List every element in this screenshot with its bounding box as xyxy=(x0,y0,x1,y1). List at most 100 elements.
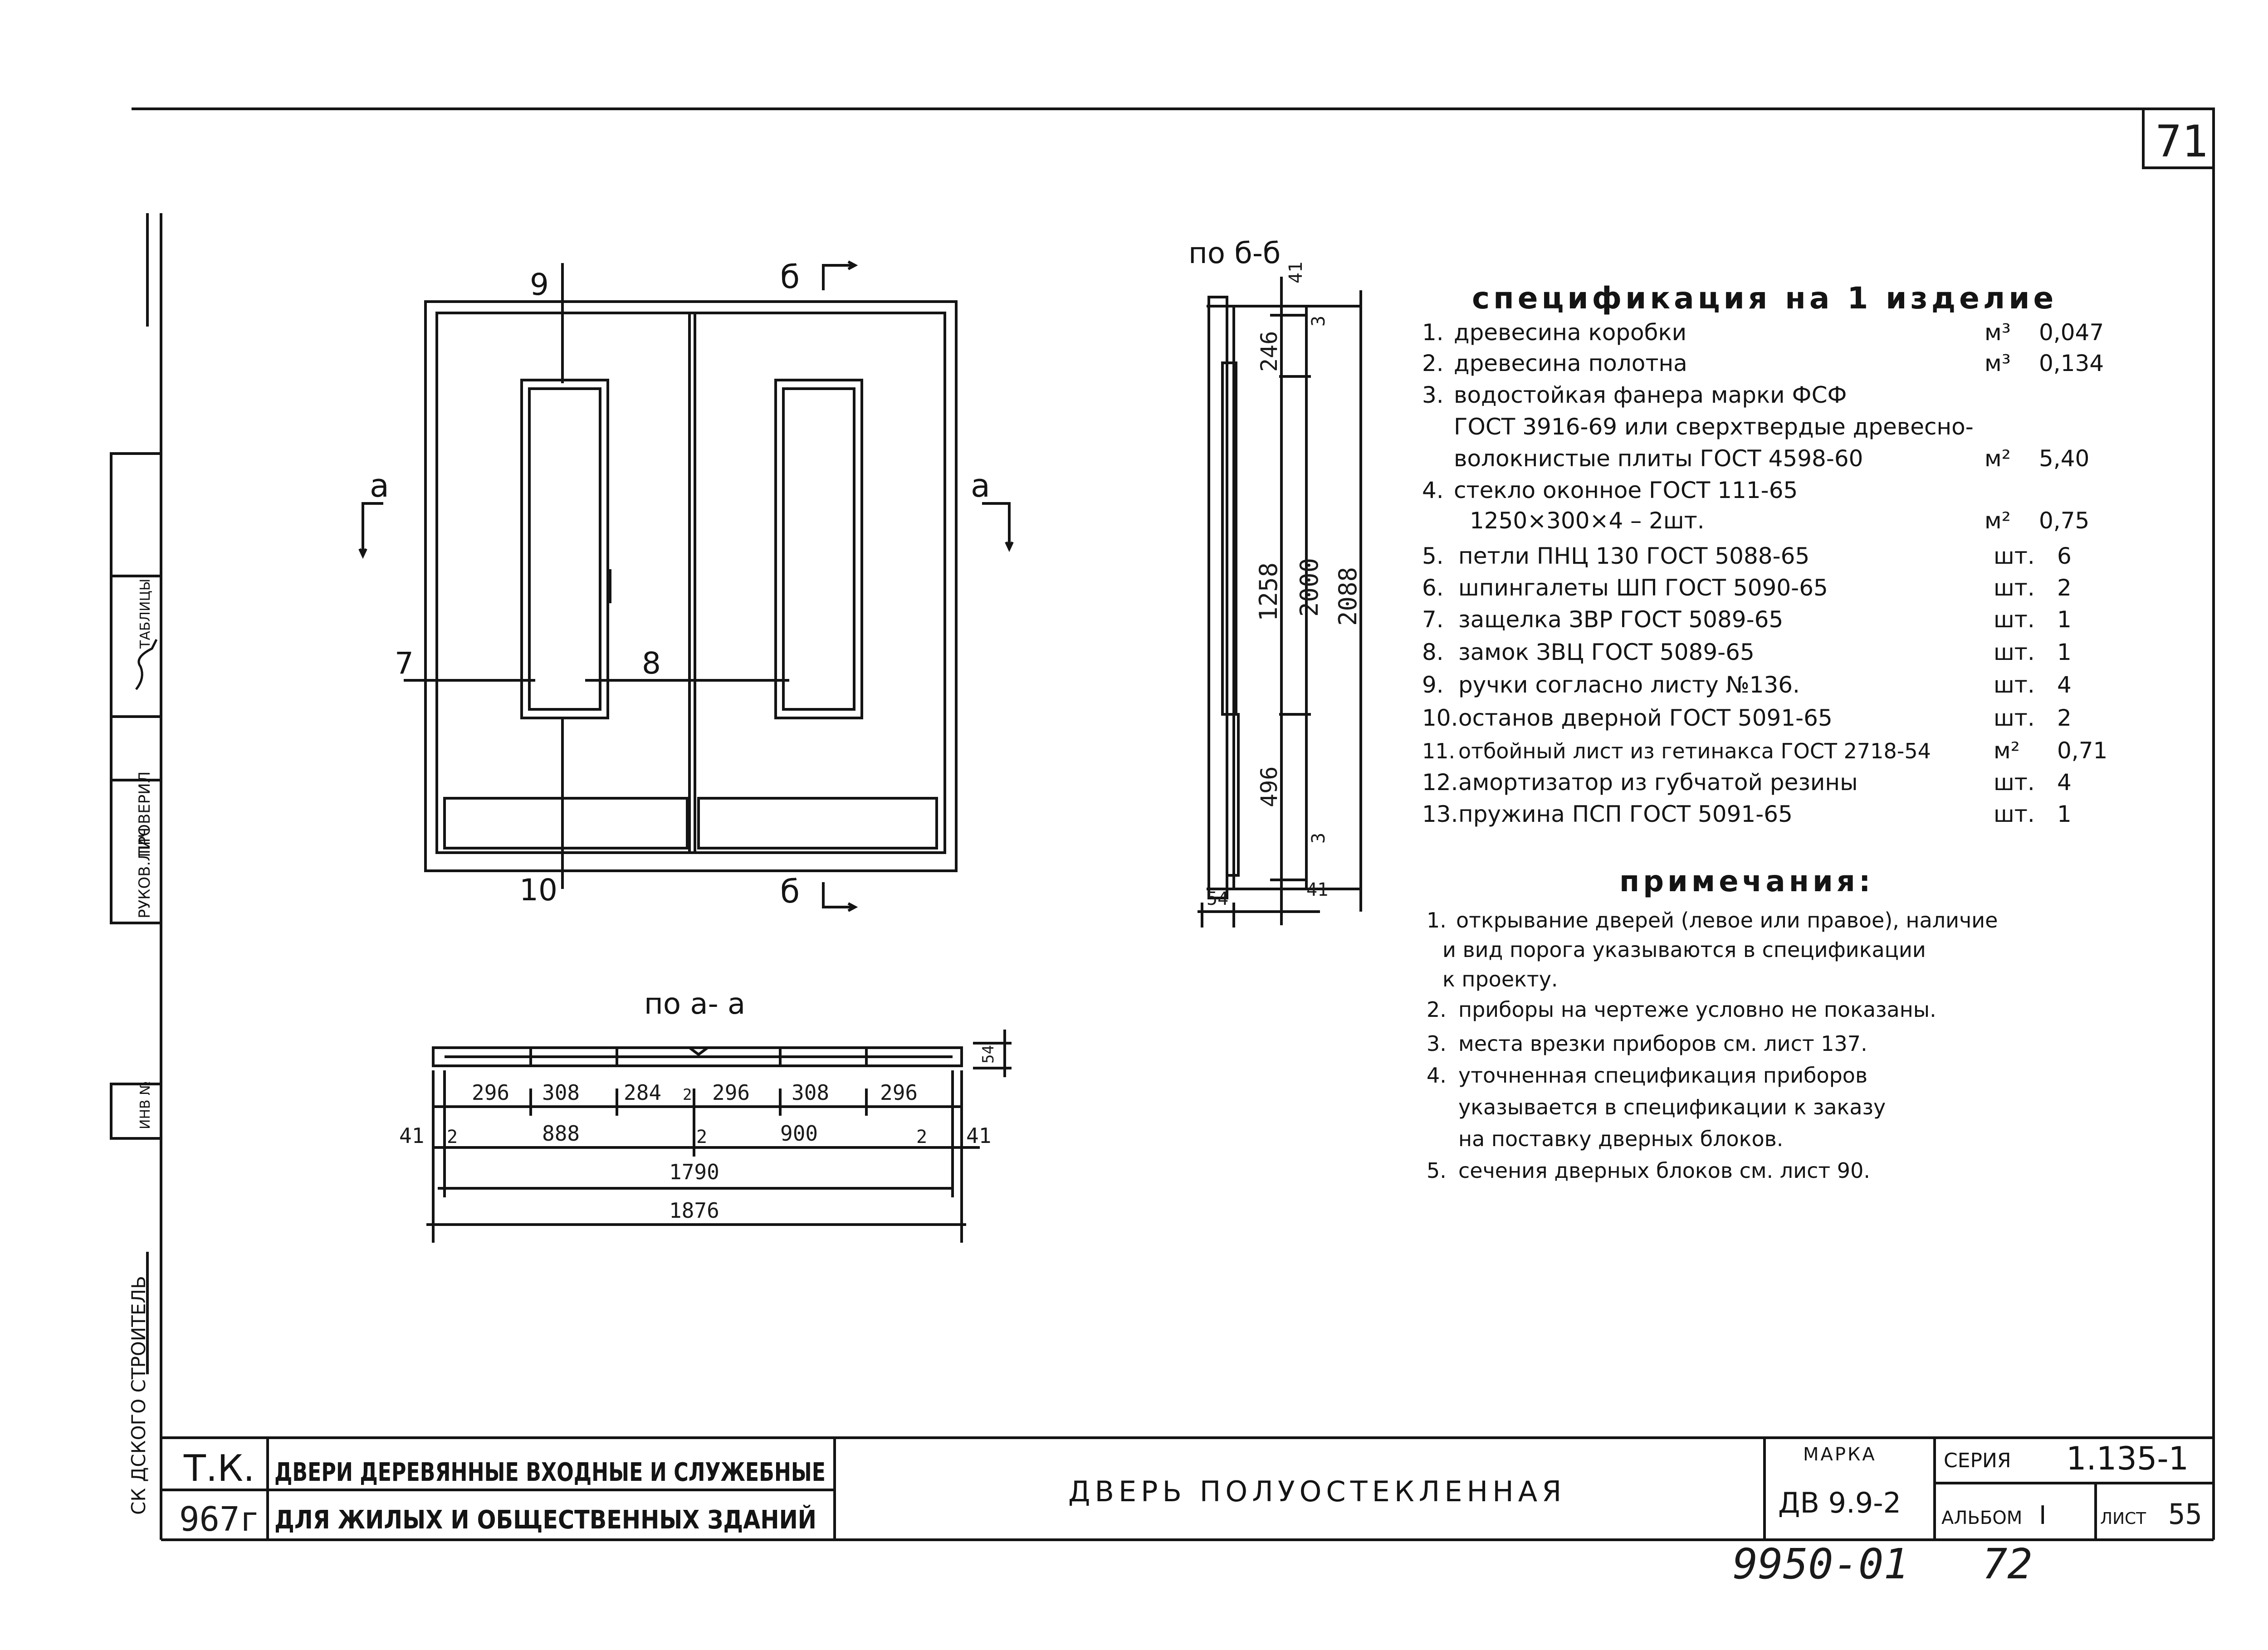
title-block-lines xyxy=(161,1436,2214,1540)
note-text: и вид порога указываются в спецификации xyxy=(1442,937,1926,962)
list-label: ЛИСТ xyxy=(2100,1509,2146,1528)
callout-9: 9 xyxy=(530,267,549,302)
tk-year: 967г xyxy=(179,1500,260,1539)
note-text: места врезки приборов см. лист 137. xyxy=(1458,1031,1867,1056)
svg-text:54: 54 xyxy=(979,1045,997,1064)
spec-text: петли ПНЦ 130 ГОСТ 5088-65 xyxy=(1458,543,1809,569)
svg-text:246: 246 xyxy=(1256,331,1282,372)
notes-list: 1. открывание дверей (левое или правое),… xyxy=(1427,908,1998,1183)
notes-title: примечания: xyxy=(1619,865,1874,898)
spec-text: стекло оконное ГОСТ 111-65 xyxy=(1454,477,1798,503)
section-label-b-bottom: б xyxy=(780,873,800,910)
svg-text:2000: 2000 xyxy=(1295,558,1324,617)
svg-text:41: 41 xyxy=(1286,262,1306,283)
spec-qty: 5,40 xyxy=(2039,445,2089,472)
bottom-page: 72 xyxy=(1982,1540,2033,1588)
spec-list: 1. древесина коробки м³ 0,047 2. древеси… xyxy=(1422,319,2107,827)
svg-text:888: 888 xyxy=(542,1121,580,1146)
section-b-title: по б-б xyxy=(1188,237,1281,270)
seria-label: СЕРИЯ xyxy=(1944,1449,2011,1472)
spec-qty: 2 xyxy=(2057,705,2072,731)
svg-text:900: 900 xyxy=(780,1121,818,1146)
note-text: открывание дверей (левое или правое), на… xyxy=(1456,908,1998,932)
spec-text: водостойкая фанера марки ФСФ xyxy=(1454,382,1847,408)
spec-unit: шт. xyxy=(1994,801,2035,827)
callout-8: 8 xyxy=(642,646,661,681)
marka-label: МАРКА xyxy=(1803,1444,1877,1465)
svg-text:296: 296 xyxy=(472,1080,509,1105)
spec-unit: м² xyxy=(1984,445,2011,472)
spec-text: волокнистые плиты ГОСТ 4598-60 xyxy=(1454,445,1863,472)
svg-text:54: 54 xyxy=(1207,888,1228,909)
section-a-title: по а- а xyxy=(644,987,745,1021)
spec-num: 5. xyxy=(1422,543,1444,569)
spec-unit: м³ xyxy=(1984,350,2011,376)
spec-unit: шт. xyxy=(1994,672,2035,698)
corner-number: 71 xyxy=(2156,116,2208,167)
svg-text:308: 308 xyxy=(792,1080,829,1105)
signature-mark xyxy=(135,639,158,690)
svg-text:2: 2 xyxy=(683,1086,692,1104)
spec-text: древесина полотна xyxy=(1454,350,1687,376)
section-mark-a-left xyxy=(362,502,383,556)
svg-text:41: 41 xyxy=(1306,879,1328,900)
front-elevation xyxy=(358,260,1014,912)
spec-num: 11. xyxy=(1422,739,1455,763)
glass-panel-right-inner xyxy=(782,387,855,711)
spec-text: защелка ЗВР ГОСТ 5089-65 xyxy=(1458,606,1783,633)
spec-text: ГОСТ 3916-69 или сверхтвердые древесно- xyxy=(1454,414,1974,440)
spec-num: 4. xyxy=(1422,477,1444,503)
note-text: на поставку дверных блоков. xyxy=(1458,1127,1783,1151)
spec-unit: шт. xyxy=(1994,606,2035,633)
svg-text:296: 296 xyxy=(880,1080,918,1105)
section-b-profile xyxy=(1207,296,1228,899)
section-label-b-top: б xyxy=(780,259,800,296)
spec-text: амортизатор из губчатой резины xyxy=(1458,769,1858,796)
section-label-a-left: а xyxy=(370,467,389,504)
spec-qty: 0,71 xyxy=(2057,737,2107,764)
svg-text:2: 2 xyxy=(916,1127,927,1147)
spec-num: 10. xyxy=(1422,705,1458,731)
spec-qty: 0,134 xyxy=(2039,350,2104,376)
spec-text: пружина ПСП ГОСТ 5091-65 xyxy=(1458,801,1793,827)
marka-value: ДВ 9.9-2 xyxy=(1778,1486,1901,1519)
spec-num: 3. xyxy=(1422,382,1444,408)
spec-qty: 4 xyxy=(2057,769,2072,796)
note-text: уточненная спецификация приборов xyxy=(1458,1063,1867,1088)
svg-text:296: 296 xyxy=(712,1080,750,1105)
glass-panel-left xyxy=(520,379,609,719)
spec-qty: 2 xyxy=(2057,575,2072,601)
callout-7: 7 xyxy=(395,646,414,681)
spec-num: 8. xyxy=(1422,639,1444,665)
section-mark-b-top xyxy=(822,264,855,290)
spec-text: шпингалеты ШП ГОСТ 5090-65 xyxy=(1458,575,1828,601)
inv-label: ИНВ № xyxy=(137,1081,153,1129)
note-num: 2. xyxy=(1427,997,1447,1022)
svg-text:1790: 1790 xyxy=(669,1160,719,1184)
svg-text:3: 3 xyxy=(1308,833,1329,844)
glass-panel-left-inner xyxy=(528,387,601,711)
spec-num: 7. xyxy=(1422,606,1444,633)
note-num: 5. xyxy=(1427,1158,1447,1183)
spec-qty: 0,047 xyxy=(2039,319,2104,346)
note-num: 3. xyxy=(1427,1031,1447,1056)
svg-text:2: 2 xyxy=(447,1127,458,1147)
list-value: 55 xyxy=(2168,1498,2202,1531)
spec-text: древесина коробки xyxy=(1454,319,1686,346)
spec-unit: шт. xyxy=(1994,769,2035,796)
stamp-role-4: ТАБЛИЦЫ xyxy=(137,579,153,649)
section-b-b xyxy=(1198,277,1362,928)
svg-text:308: 308 xyxy=(542,1080,580,1105)
svg-text:3: 3 xyxy=(1308,316,1329,327)
door-frame-outer xyxy=(424,300,958,872)
note-num: 4. xyxy=(1427,1063,1447,1088)
kick-plate-left xyxy=(443,797,689,849)
stamp-role-1: РУКОВ.ЛИЧ xyxy=(136,827,154,918)
spec-text: отбойный лист из гетинакса ГОСТ 2718-54 xyxy=(1458,739,1931,763)
spec-qty: 1 xyxy=(2057,639,2072,665)
left-margin-stamp xyxy=(110,213,162,1374)
spec-text: 1250×300×4 – 2шт. xyxy=(1470,508,1705,534)
album-label: АЛЬБОМ xyxy=(1941,1508,2022,1528)
section-mark-b-bottom xyxy=(822,882,855,908)
